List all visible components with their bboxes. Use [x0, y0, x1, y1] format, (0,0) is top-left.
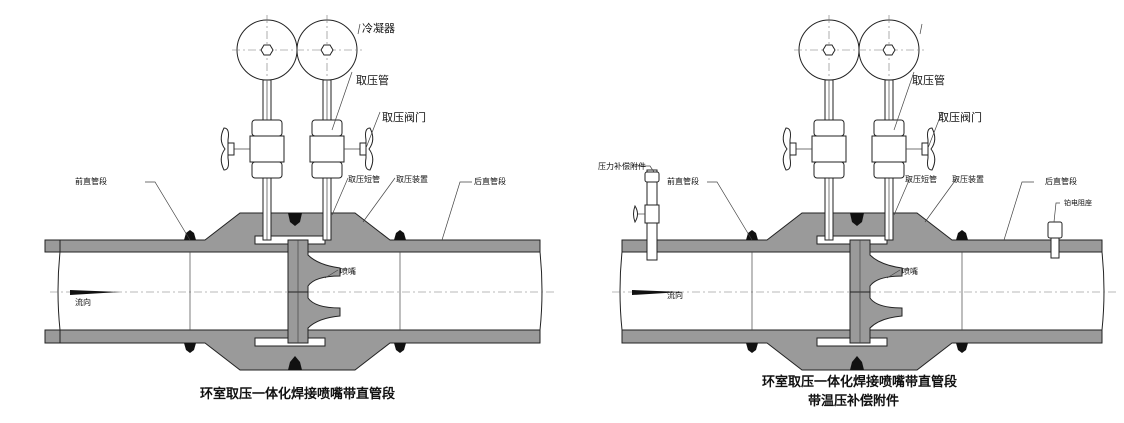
label-nozzle: 喷嘴 [340, 266, 356, 276]
label-short-tube: 取压短管 [905, 174, 937, 184]
label-pressure-valve: 取压阀门 [938, 110, 982, 124]
label-nozzle: 喷嘴 [902, 266, 918, 276]
label-pressure-tube: 取压管 [356, 73, 389, 87]
label-downstream-straight: 后直管段 [1045, 176, 1077, 186]
label-pressure-device: 取压装置 [396, 174, 428, 184]
right-assembly: 压力补偿附件 取压管 取压阀门 前直管段 取压短管 取压装置 后直管段 铂电阻座… [598, 14, 1118, 409]
label-condenser: 冷凝器 [362, 21, 395, 35]
rtd-seat [1047, 221, 1063, 259]
label-pressure-compensation: 压力补偿附件 [598, 161, 646, 171]
label-rtd-seat: 铂电阻座 [1064, 198, 1092, 207]
label-pressure-tube: 取压管 [912, 73, 945, 87]
label-flow-direction: 流向 [75, 297, 91, 307]
label-upstream-straight: 前直管段 [667, 176, 699, 186]
label-upstream-straight: 前直管段 [75, 176, 107, 186]
label-pressure-device: 取压装置 [952, 174, 984, 184]
right-title-line2: 带温压补偿附件 [808, 393, 899, 409]
left-title: 环室取压一体化焊接喷嘴带直管段 [200, 386, 395, 402]
label-flow-direction: 流向 [667, 290, 683, 300]
right-title-line1: 环室取压一体化焊接喷嘴带直管段 [762, 374, 957, 390]
nozzle-pipe-drawing-with-compensation [611, 14, 1118, 371]
pressure-compensation-fitting [633, 169, 660, 261]
left-assembly: 冷凝器 取压管 取压阀门 前直管段 取压短管 取压装置 后直管段 喷嘴 流向 环… [44, 14, 556, 402]
label-short-tube: 取压短管 [348, 174, 380, 184]
label-pressure-valve: 取压阀门 [382, 110, 426, 124]
label-downstream-straight: 后直管段 [474, 176, 506, 186]
nozzle-pipe-drawing [49, 14, 556, 371]
